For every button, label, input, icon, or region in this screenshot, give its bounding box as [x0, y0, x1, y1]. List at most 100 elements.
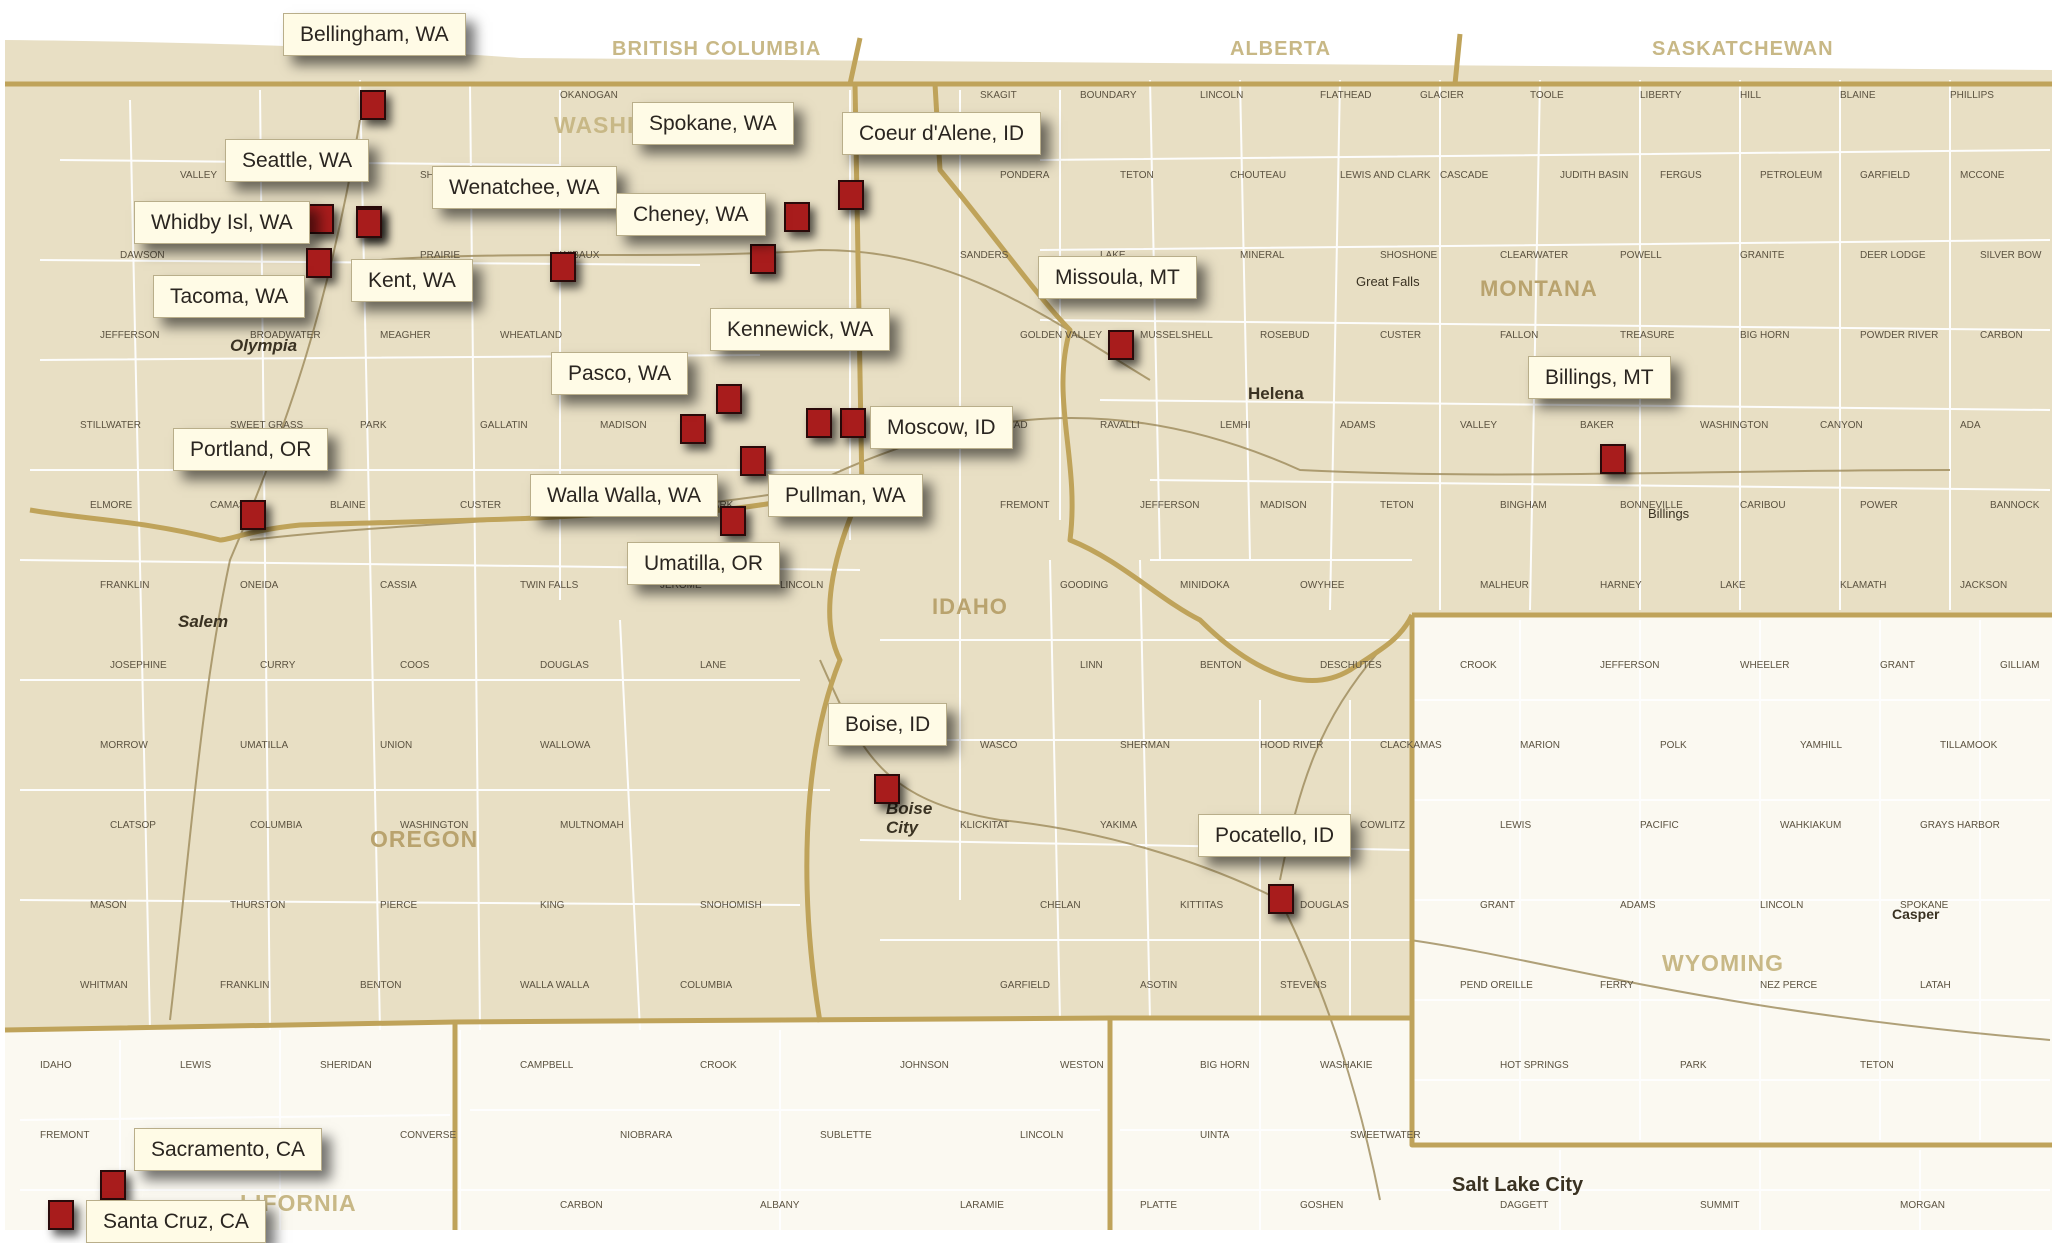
- location-pin-boise[interactable]: [874, 774, 900, 804]
- county-label: IDAHO: [40, 1060, 72, 1071]
- county-label: WASHINGTON: [1700, 420, 1769, 431]
- county-label: SUBLETTE: [820, 1130, 872, 1141]
- location-label-wenatchee[interactable]: Wenatchee, WA: [432, 166, 617, 210]
- location-label-missoula[interactable]: Missoula, MT: [1038, 256, 1197, 300]
- city-olympia: Olympia: [230, 336, 298, 355]
- county-label: LINCOLN: [1200, 90, 1244, 101]
- location-pin-coeur-dalene[interactable]: [838, 180, 864, 210]
- location-pin-spokane[interactable]: [784, 202, 810, 232]
- county-label: OWYHEE: [1300, 580, 1345, 591]
- location-label-umatilla[interactable]: Umatilla, OR: [627, 542, 781, 586]
- city-salem: Salem: [178, 612, 229, 631]
- location-pin-portland[interactable]: [240, 500, 266, 530]
- county-label: BLAINE: [330, 500, 366, 511]
- location-pin-cheney[interactable]: [750, 244, 776, 274]
- location-label-tacoma[interactable]: Tacoma, WA: [153, 275, 306, 319]
- location-label-walla-walla[interactable]: Walla Walla, WA: [530, 474, 719, 518]
- location-label-coeur-dalene[interactable]: Coeur d'Alene, ID: [842, 112, 1042, 156]
- location-pin-pullman[interactable]: [806, 408, 832, 438]
- county-label: LEWIS: [180, 1060, 212, 1071]
- county-label: BENTON: [360, 980, 402, 991]
- location-label-spokane[interactable]: Spokane, WA: [632, 102, 794, 146]
- location-label-cheney[interactable]: Cheney, WA: [616, 193, 766, 237]
- county-label: CHELAN: [1040, 900, 1081, 911]
- county-label: POWELL: [1620, 250, 1662, 261]
- county-label: CARBON: [1980, 330, 2023, 341]
- county-label: KING: [540, 900, 565, 911]
- location-pin-whidby[interactable]: [308, 204, 334, 234]
- county-label: THURSTON: [230, 900, 286, 911]
- location-label-portland[interactable]: Portland, OR: [173, 428, 329, 472]
- location-label-moscow[interactable]: Moscow, ID: [870, 406, 1013, 450]
- county-label: DAWSON: [120, 250, 165, 261]
- location-label-sacramento[interactable]: Sacramento, CA: [134, 1128, 323, 1172]
- location-pin-santa-cruz[interactable]: [48, 1200, 74, 1230]
- location-label-pullman[interactable]: Pullman, WA: [768, 474, 923, 518]
- region-label-wyoming: WYOMING: [1662, 950, 1784, 976]
- county-label: CLACKAMAS: [1380, 740, 1442, 751]
- county-label: DOUGLAS: [540, 660, 589, 671]
- location-label-pasco[interactable]: Pasco, WA: [551, 352, 689, 396]
- county-label: MEAGHER: [380, 330, 431, 341]
- county-label: NEZ PERCE: [1760, 980, 1818, 991]
- county-label: KLICKITAT: [960, 820, 1010, 831]
- county-label: TWIN FALLS: [520, 580, 579, 591]
- county-label: WESTON: [1060, 1060, 1104, 1071]
- location-pin-sacramento[interactable]: [100, 1170, 126, 1200]
- location-pin-walla-walla[interactable]: [740, 446, 766, 476]
- location-pin-pasco[interactable]: [680, 414, 706, 444]
- county-label: MORGAN: [1900, 1200, 1945, 1211]
- location-label-kent[interactable]: Kent, WA: [351, 259, 473, 303]
- county-label: ADA: [1960, 420, 1981, 431]
- region-label-washington: WASHI: [554, 112, 635, 138]
- location-pin-kent[interactable]: [356, 208, 382, 238]
- county-label: MINERAL: [1240, 250, 1285, 261]
- county-label: LEWIS: [1500, 820, 1532, 831]
- location-label-santa-cruz[interactable]: Santa Cruz, CA: [86, 1200, 266, 1243]
- county-label: LEMHI: [1220, 420, 1251, 431]
- location-pin-wenatchee[interactable]: [550, 252, 576, 282]
- county-label: YAKIMA: [1100, 820, 1138, 831]
- location-label-seattle[interactable]: Seattle, WA: [225, 139, 370, 183]
- location-pin-umatilla[interactable]: [720, 506, 746, 536]
- region-label-oregon: OREGON: [370, 826, 479, 852]
- location-pin-missoula[interactable]: [1108, 330, 1134, 360]
- location-label-bellingham[interactable]: Bellingham, WA: [283, 13, 466, 57]
- county-label: COWLITZ: [1360, 820, 1405, 831]
- location-pin-moscow[interactable]: [840, 408, 866, 438]
- location-label-pocatello[interactable]: Pocatello, ID: [1198, 814, 1352, 858]
- county-label: WHITMAN: [80, 980, 128, 991]
- county-label: WHEELER: [1740, 660, 1790, 671]
- region-label-saskatchewan: SASKATCHEWAN: [1652, 38, 1834, 60]
- county-label: HOOD RIVER: [1260, 740, 1324, 751]
- location-pin-billings[interactable]: [1600, 444, 1626, 474]
- county-label: ELMORE: [90, 500, 133, 511]
- location-label-whidby[interactable]: Whidby Isl, WA: [134, 201, 310, 245]
- county-label: ROSEBUD: [1260, 330, 1310, 341]
- county-label: LAKE: [1720, 580, 1746, 591]
- county-label: BANNOCK: [1990, 500, 2040, 511]
- county-label: PHILLIPS: [1950, 90, 1994, 101]
- county-label: SKAGIT: [980, 90, 1017, 101]
- county-label: LEWIS AND CLARK: [1340, 170, 1431, 181]
- county-label: YAMHILL: [1800, 740, 1843, 751]
- county-label: JACKSON: [1960, 580, 2008, 591]
- location-pin-tacoma[interactable]: [306, 248, 332, 278]
- county-label: SUMMIT: [1700, 1200, 1740, 1211]
- location-pin-pocatello[interactable]: [1268, 884, 1294, 914]
- location-label-billings[interactable]: Billings, MT: [1528, 356, 1671, 400]
- county-label: FERGUS: [1660, 170, 1702, 181]
- county-label: COOS: [400, 660, 430, 671]
- county-label: CONVERSE: [400, 1130, 457, 1141]
- location-pin-bellingham[interactable]: [360, 90, 386, 120]
- location-label-boise[interactable]: Boise, ID: [828, 703, 948, 747]
- land-northwest: [5, 40, 2052, 1030]
- county-label: CUSTER: [460, 500, 502, 511]
- county-label: CAMPBELL: [520, 1060, 574, 1071]
- county-label: CANYON: [1820, 420, 1863, 431]
- location-pin-kennewick[interactable]: [716, 384, 742, 414]
- county-label: PARK: [1680, 1060, 1707, 1071]
- county-label: MARION: [1520, 740, 1560, 751]
- location-label-kennewick[interactable]: Kennewick, WA: [710, 308, 891, 352]
- county-label: FLATHEAD: [1320, 90, 1372, 101]
